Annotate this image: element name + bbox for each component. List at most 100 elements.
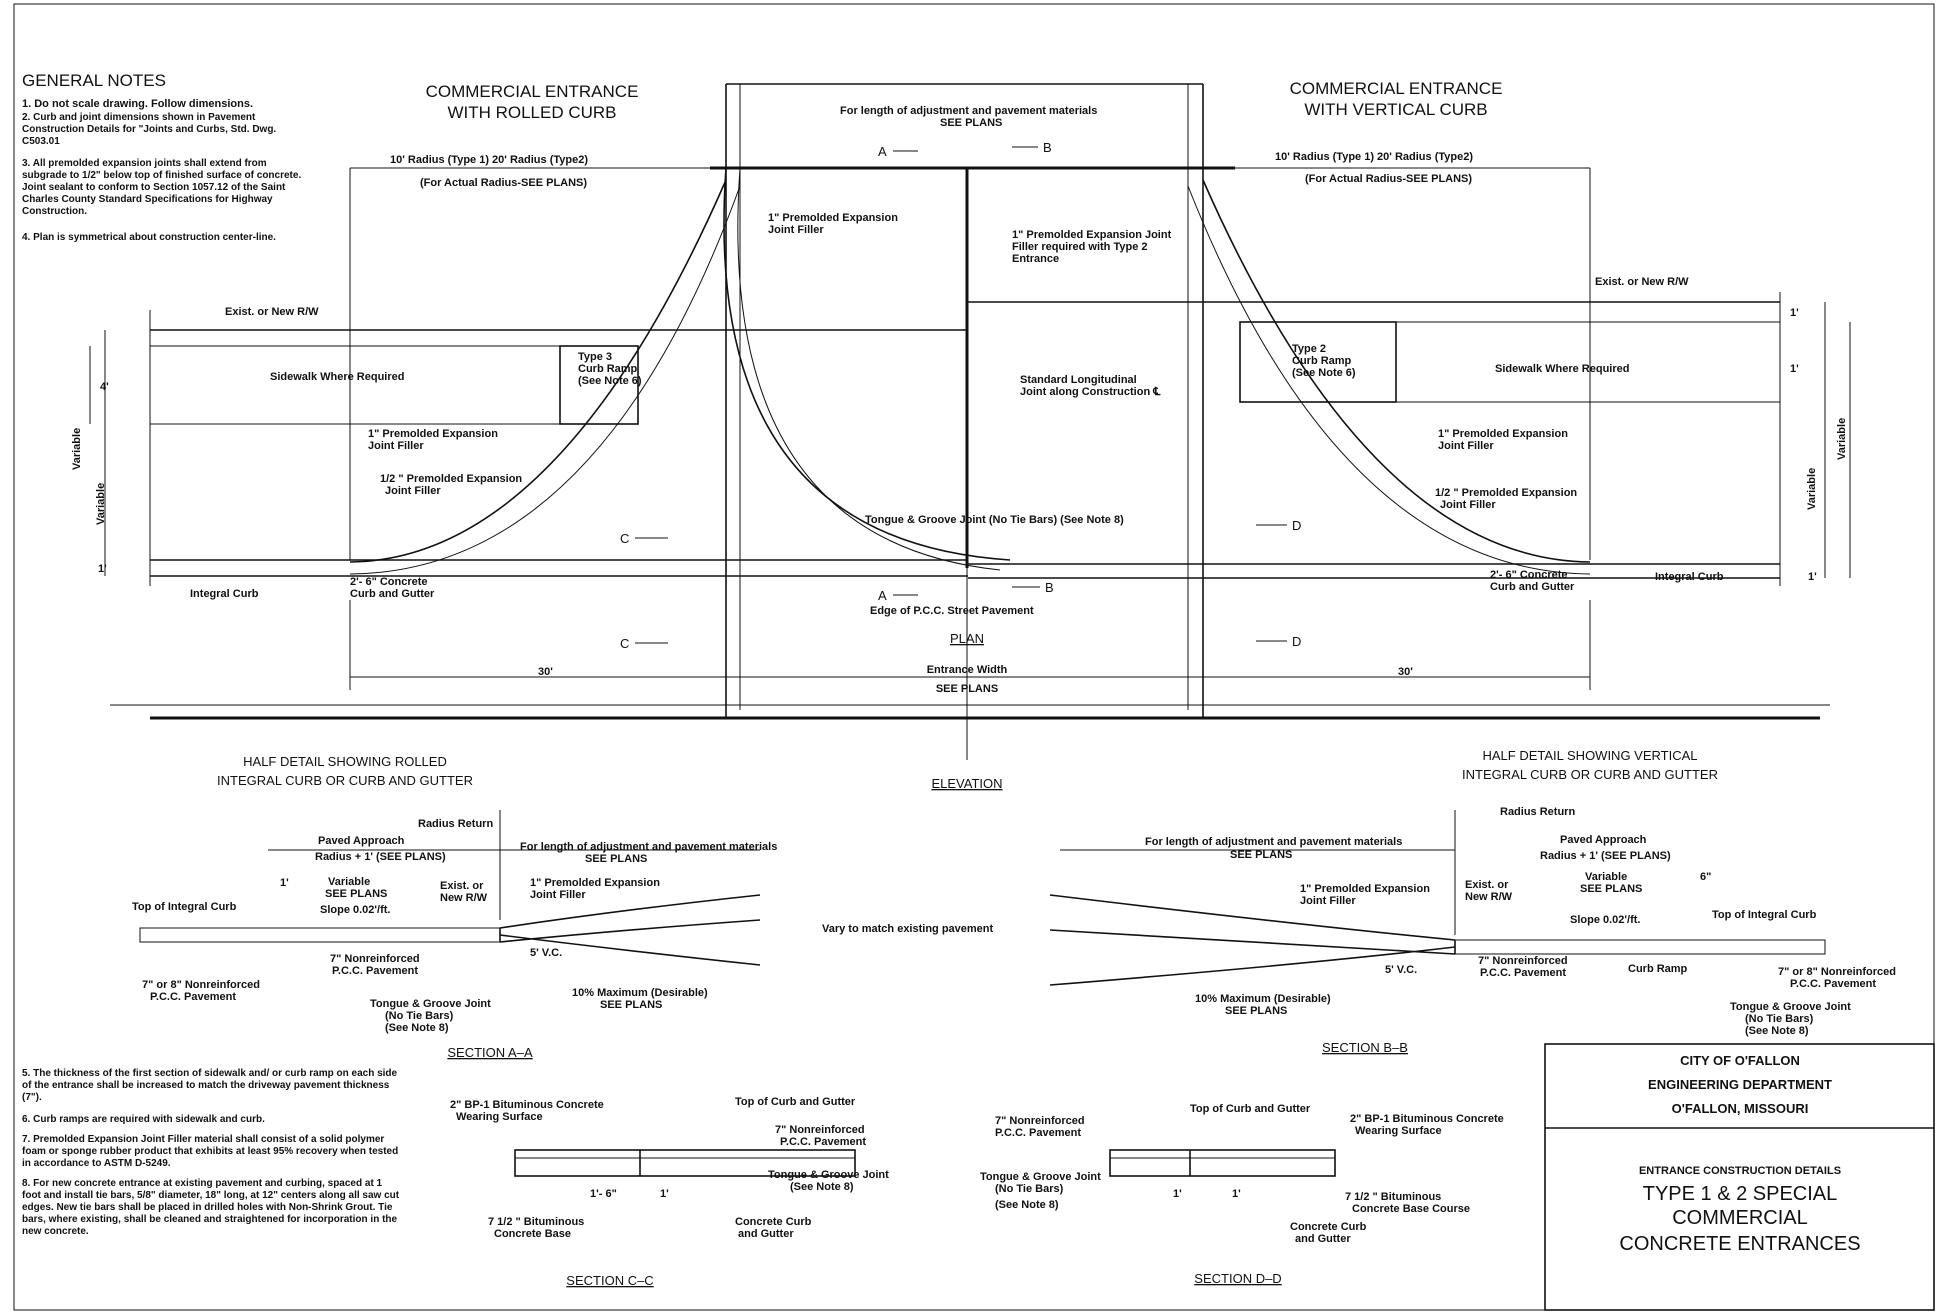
left-row-label: Exist. or New R/W xyxy=(225,306,319,318)
dd-nonreinforced-1: 7" Nonreinforced xyxy=(995,1115,1085,1127)
aa-variable: Variable xyxy=(328,876,370,888)
aa-see-plans: SEE PLANS xyxy=(325,888,387,900)
right-radius-note-2: (For Actual Radius-SEE PLANS) xyxy=(1305,173,1472,185)
aa-exist-row-2: New R/W xyxy=(440,892,488,904)
bb-variable: Variable xyxy=(1585,871,1627,883)
dd-tg-2: (No Tie Bars) xyxy=(995,1183,1064,1195)
bb-vc: 5' V.C. xyxy=(1385,964,1417,976)
aa-vary: Vary to match existing pavement xyxy=(822,923,994,935)
cc-cg-1: Concrete Curb xyxy=(735,1216,812,1228)
sec-c-bottom: C xyxy=(620,636,629,651)
bb-exist-row-2: New R/W xyxy=(1465,891,1513,903)
note-1: 1. Do not scale drawing. Follow dimensio… xyxy=(22,98,253,110)
cc-base-2: Concrete Base xyxy=(494,1228,571,1240)
aa-tg-2: (No Tie Bars) xyxy=(385,1010,454,1022)
cc-tg-2: (See Note 8) xyxy=(790,1181,854,1193)
bb-radius-plus: Radius + 1' (SEE PLANS) xyxy=(1540,850,1671,862)
sec-a-bottom: A xyxy=(878,588,887,603)
title-dept: ENGINEERING DEPARTMENT xyxy=(1648,1077,1832,1092)
aa-premolded-2: Joint Filler xyxy=(530,889,586,901)
edge-pcc-label: Edge of P.C.C. Street Pavement xyxy=(870,605,1034,617)
center-premolded-1: 1" Premolded Expansion xyxy=(768,212,898,224)
left-1ft-label: 1' xyxy=(98,563,107,575)
bb-adjustment-2: SEE PLANS xyxy=(1230,849,1292,861)
left-inner-curve xyxy=(737,167,1001,571)
title-location: O'FALLON, MISSOURI xyxy=(1672,1101,1809,1116)
plan-view: Variable Variable 4' 1' Variable Variabl… xyxy=(71,83,1851,760)
bb-nonreinforced-3: 7" or 8" Nonreinforced xyxy=(1778,966,1896,978)
note-2-box: 2. Curb and joint dimensions shown in Pa… xyxy=(22,112,276,147)
left-ramp-l3: (See Note 6) xyxy=(578,375,642,387)
cc-nonreinforced-2: P.C.C. Pavement xyxy=(780,1136,866,1148)
right-title-line-2: WITH VERTICAL CURB xyxy=(1304,100,1487,119)
bb-tg-3: (See Note 8) xyxy=(1745,1025,1809,1037)
right-curb-ramp xyxy=(1239,321,1397,403)
sec-d-bottom: D xyxy=(1292,634,1301,649)
right-1ft-label: 1' xyxy=(1790,307,1799,319)
elevation-view: ELEVATION xyxy=(110,704,1830,791)
dd-slab xyxy=(1109,1149,1336,1177)
sec-c-top: C xyxy=(620,531,629,546)
note-3-box: 3. All premolded expansion joints shall … xyxy=(22,158,302,217)
bb-dim-6: 6" xyxy=(1700,871,1711,883)
aa-adjustment-1: For length of adjustment and pavement ma… xyxy=(520,841,777,853)
aa-nonreinforced-1: 7" or 8" Nonreinforced xyxy=(142,979,260,991)
aa-radius-return: Radius Return xyxy=(418,818,493,830)
aa-tg-3: (See Note 8) xyxy=(385,1022,449,1034)
bb-premolded-1: 1" Premolded Expansion xyxy=(1300,883,1430,895)
dd-dim-a: 1' xyxy=(1173,1188,1182,1200)
adjustment-note-2: SEE PLANS xyxy=(940,117,1002,129)
right-cg-2: Curb and Gutter xyxy=(1490,581,1575,593)
right-ramp-l3: (See Note 6) xyxy=(1292,367,1356,379)
aa-adjustment-2: SEE PLANS xyxy=(585,853,647,865)
right-title-line-1: COMMERCIAL ENTRANCE xyxy=(1290,79,1503,98)
bb-exist-row-1: Exist. or xyxy=(1465,879,1509,891)
type2-premolded-3: Entrance xyxy=(1012,253,1059,265)
left-variable-label-2: Variable xyxy=(95,483,107,525)
cc-cg-2: and Gutter xyxy=(738,1228,794,1240)
right-ramp-l2: Curb Ramp xyxy=(1292,355,1352,367)
half-left-title-1: HALF DETAIL SHOWING ROLLED xyxy=(243,754,447,769)
dd-wearing xyxy=(1109,1149,1336,1159)
left-outer-curve xyxy=(723,167,1011,561)
dd-bit-1: 2" BP-1 Bituminous Concrete xyxy=(1350,1113,1504,1125)
sheet-border xyxy=(13,3,1935,1311)
cc-top-cg: Top of Curb and Gutter xyxy=(735,1096,856,1108)
bb-top-curb: Top of Integral Curb xyxy=(1712,909,1817,921)
right-sidewalk-label: Sidewalk Where Required xyxy=(1495,363,1629,375)
bb-slope: Slope 0.02'/ft. xyxy=(1570,914,1640,926)
sec-a-top: A xyxy=(878,144,887,159)
title-line-3: CONCRETE ENTRANCES xyxy=(1619,1233,1860,1255)
section-dd: 7" Nonreinforced P.C.C. Pavement Top of … xyxy=(980,1103,1504,1286)
type2-premolded-1: 1" Premolded Expansion Joint xyxy=(1012,229,1172,241)
right-cg-1: 2'- 6" Concrete xyxy=(1490,569,1568,581)
aa-tg-1: Tongue & Groove Joint xyxy=(370,998,491,1010)
aa-nonreinforced-7-2: P.C.C. Pavement xyxy=(332,965,418,977)
left-title-line-1: COMMERCIAL ENTRANCE xyxy=(426,82,639,101)
general-notes-title: GENERAL NOTES xyxy=(22,71,166,90)
aa-top-curb: Top of Integral Curb xyxy=(132,901,237,913)
dd-cg-1: Concrete Curb xyxy=(1290,1221,1367,1233)
note-6: 6. Curb ramps are required with sidewalk… xyxy=(22,1114,265,1125)
aa-paved-approach: Paved Approach xyxy=(318,835,405,847)
bb-nonreinforced-2: P.C.C. Pavement xyxy=(1480,967,1566,979)
left-variable-label: Variable xyxy=(71,428,83,470)
dd-base-1: 7 1/2 " Bituminous xyxy=(1345,1191,1441,1203)
sec-d-top: D xyxy=(1292,518,1301,533)
right-radius-curve xyxy=(1202,179,1591,563)
section-bb: For length of adjustment and pavement ma… xyxy=(1049,806,1896,1055)
title-line-1: TYPE 1 & 2 SPECIAL xyxy=(1643,1183,1838,1205)
right-premolded-half-1: 1/2 " Premolded Expansion xyxy=(1435,487,1577,499)
cc-label: SECTION C–C xyxy=(566,1273,653,1288)
left-premolded-2: Joint Filler xyxy=(368,440,424,452)
bb-paved-approach: Paved Approach xyxy=(1560,834,1647,846)
dim-30-right: 30' xyxy=(1398,666,1413,678)
aa-premolded-1: 1" Premolded Expansion xyxy=(530,877,660,889)
bb-nonreinforced-4: P.C.C. Pavement xyxy=(1790,978,1876,990)
left-integral-curb: Integral Curb xyxy=(190,588,259,600)
aa-label: SECTION A–A xyxy=(447,1045,533,1060)
note-3: 3. All premolded expansion joints shall … xyxy=(22,158,302,217)
elevation-label: ELEVATION xyxy=(931,776,1002,791)
sec-b-bottom: B xyxy=(1045,580,1054,595)
bb-pavement xyxy=(1454,939,1826,955)
